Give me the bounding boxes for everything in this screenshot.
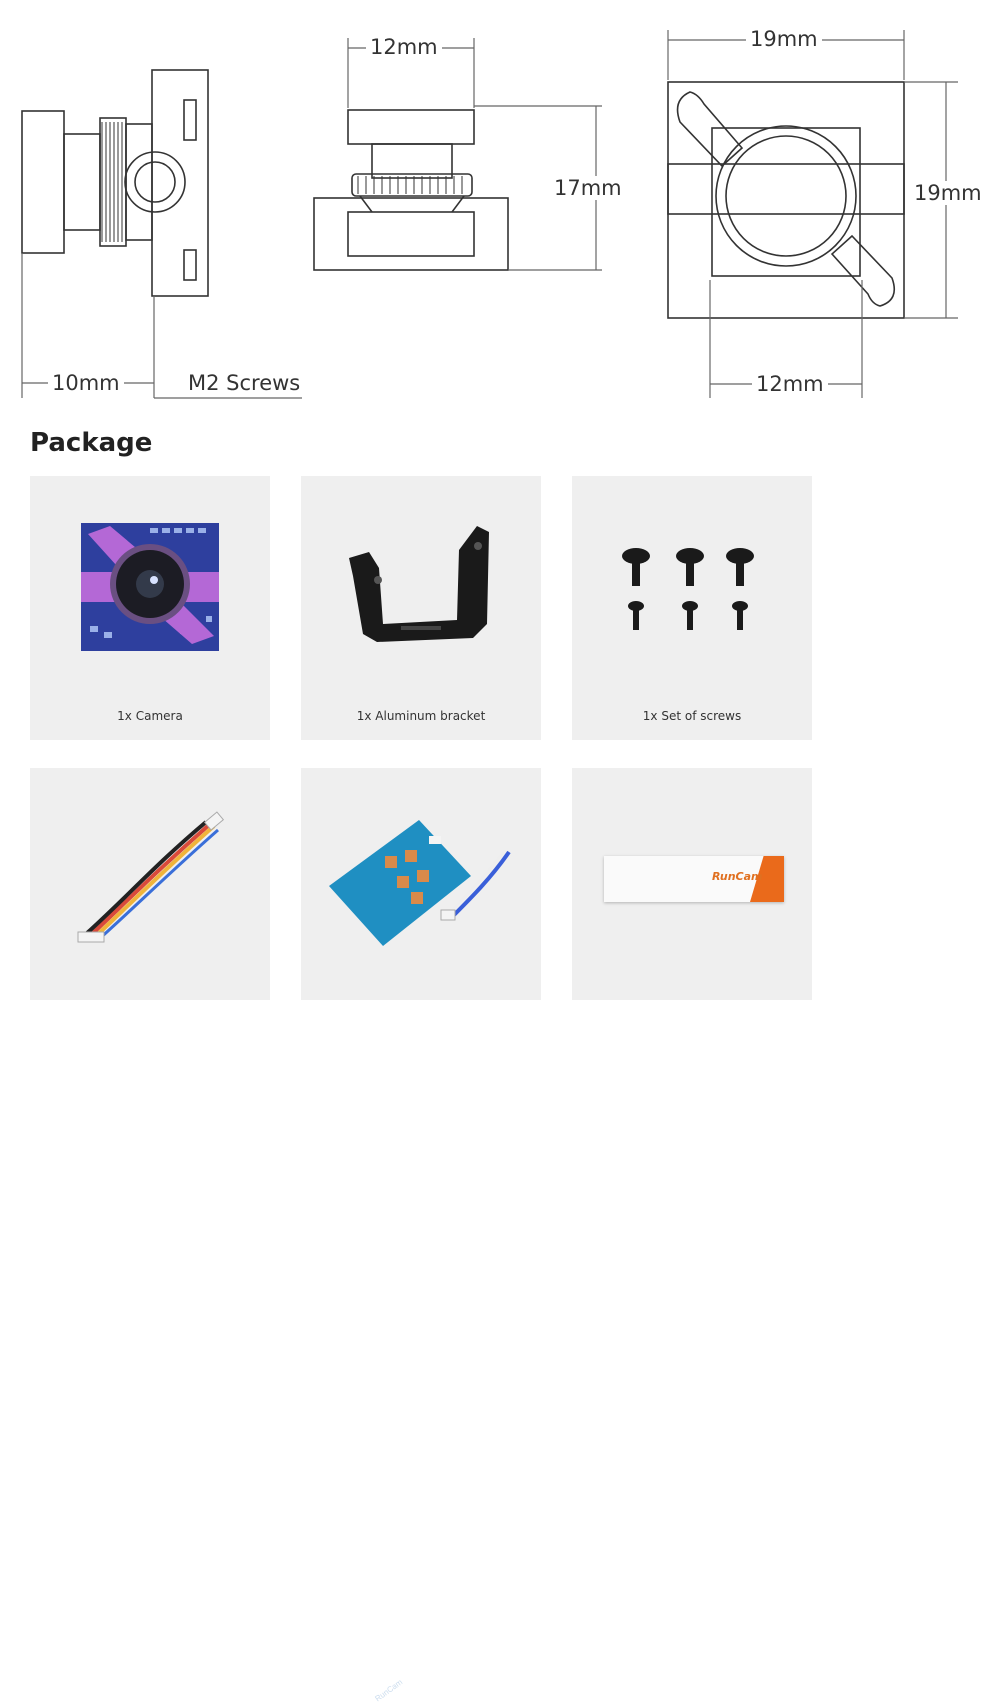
front-view-drawing <box>667 81 905 319</box>
package-caption-camera: 1x Camera <box>117 709 183 723</box>
top-width-dimension: 12mm <box>366 35 442 59</box>
mount-spacing-dimension: 12mm <box>752 372 828 396</box>
package-heading: Package <box>30 428 153 458</box>
technical-drawing <box>21 30 958 399</box>
package-item-bracket: 1x Aluminum bracket <box>301 476 541 740</box>
package-caption-screws: 1x Set of screws <box>642 709 742 723</box>
package-item-cable <box>30 768 270 1000</box>
package-item-camera: 1x Camera <box>30 476 270 740</box>
screws-icon <box>622 548 754 630</box>
camera-icon <box>81 523 219 651</box>
package-item-osd-board: RunCam <box>301 768 541 1703</box>
bracket-icon <box>349 526 489 642</box>
front-height-dimension: 19mm <box>910 181 986 205</box>
cable-icon <box>77 811 225 943</box>
package-caption-bracket: 1x Aluminum bracket <box>356 709 486 723</box>
sticker-brand: RunCam <box>712 870 763 883</box>
front-width-dimension: 19mm <box>746 27 822 51</box>
screws-callout: M2 Screws <box>184 371 305 395</box>
side-depth-dimension: 10mm <box>48 371 124 395</box>
package-item-screws: 1x Set of screws <box>572 476 812 740</box>
side-view-drawing <box>21 69 209 297</box>
osd-board-icon <box>329 820 511 946</box>
height-dimension: 17mm <box>550 176 626 200</box>
top-view-drawing <box>313 109 509 271</box>
sticker-icon: RunCam <box>604 856 784 902</box>
osd-board-brand: RunCam <box>373 1677 405 1703</box>
package-item-sticker: RunCam <box>572 768 812 1000</box>
